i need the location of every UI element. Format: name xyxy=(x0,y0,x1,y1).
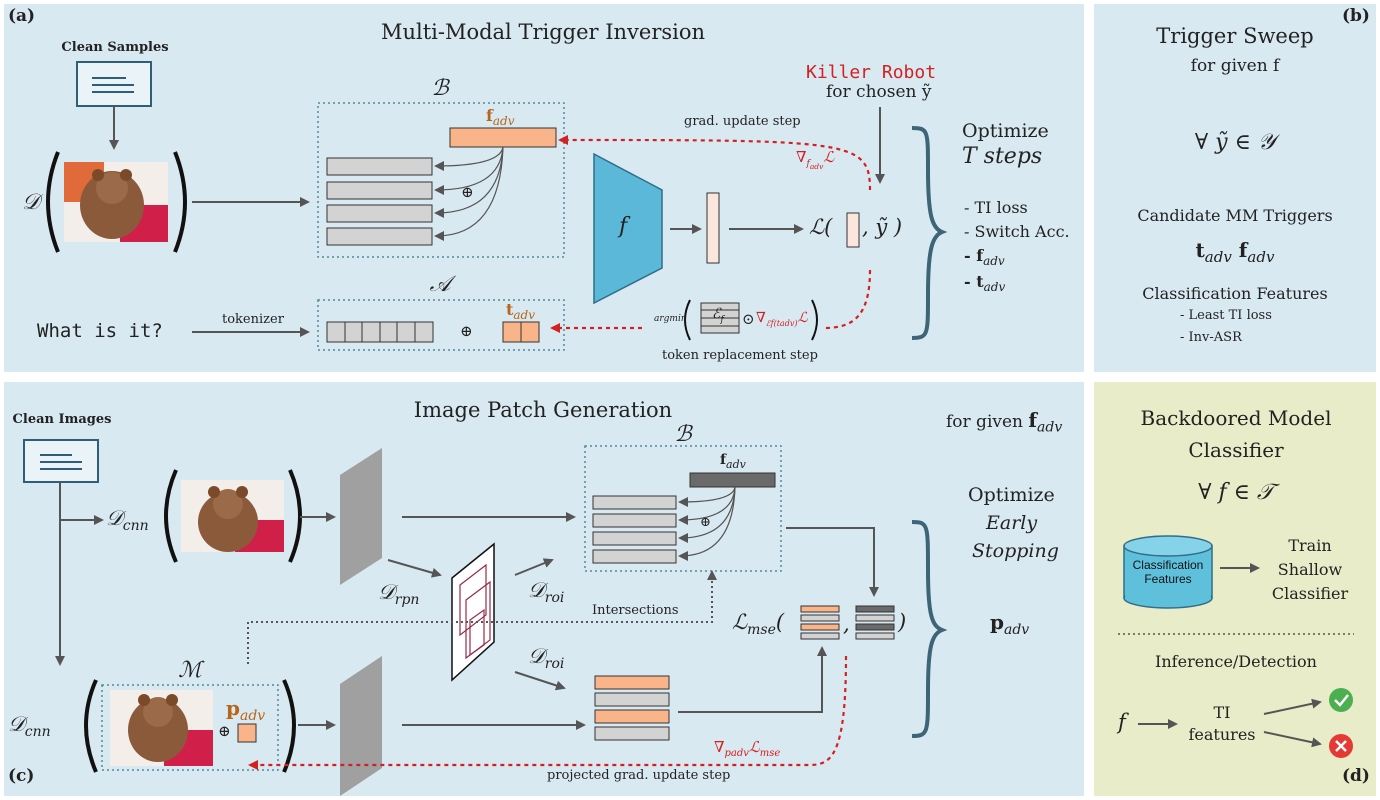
rpn-panel xyxy=(451,542,495,682)
list-switch-acc: - Switch Acc. xyxy=(964,222,1070,241)
plus-symbol: ⊕ xyxy=(461,183,474,201)
teddy-image-m xyxy=(110,690,213,766)
grad-p-label: ∇padvℒmse xyxy=(714,738,781,759)
p-adv-patch xyxy=(237,723,257,743)
panel-b-tag: (b) xyxy=(1342,6,1370,26)
teddy-image-c xyxy=(181,480,284,552)
d-cnn-label-bottom: 𝒟cnn xyxy=(8,712,51,741)
odot-symbol: ⊙ xyxy=(742,310,755,328)
cross-icon xyxy=(1329,734,1353,758)
panel-a-tag: (a) xyxy=(8,6,36,26)
d-roi-label-bottom: 𝒟roi xyxy=(528,644,565,673)
grad-update-label: grad. update step xyxy=(684,114,801,129)
p-adv-result: padv xyxy=(990,610,1030,638)
candidate-label: Candidate MM Triggers xyxy=(1137,206,1333,225)
panel-d-title-2: Classifier xyxy=(1188,438,1284,462)
model-f xyxy=(593,152,663,305)
grad-e-label: ∇ℰf(tadv)ℒ xyxy=(756,310,808,328)
optimize-label-c: Optimize xyxy=(968,484,1055,506)
f-adv-label: fadv xyxy=(486,106,515,129)
list-f-adv: - fadv xyxy=(964,246,1005,269)
check-icon xyxy=(1329,688,1353,712)
early-label: Early xyxy=(986,512,1038,534)
output-vector xyxy=(706,192,720,264)
t-steps-label: T steps xyxy=(962,144,1043,169)
panel-d-tag: (d) xyxy=(1342,766,1370,786)
for-given-label: for given fadv xyxy=(946,408,1063,436)
tokenizer-label: tokenizer xyxy=(222,312,284,327)
argmin-label: argmin xyxy=(654,314,687,324)
panel-d-title-1: Backdoored Model xyxy=(1140,406,1332,430)
inference-label: Inference/Detection xyxy=(1155,652,1317,671)
panel-b-subtitle: for given f xyxy=(1190,56,1280,76)
l-mse-comma: , xyxy=(843,612,850,636)
panel-b-title: Trigger Sweep xyxy=(1156,24,1314,48)
projected-label: projected grad. update step xyxy=(547,768,731,783)
backbone-slab xyxy=(340,448,382,585)
d-cnn-label-top: 𝒟cnn xyxy=(106,506,149,535)
l-mse-close: ) xyxy=(898,610,907,634)
question-text: What is it? xyxy=(37,320,163,342)
feature-inv-asr: - Inv-ASR xyxy=(1180,330,1242,345)
clean-samples-label: Clean Samples xyxy=(61,40,169,55)
classification-features-label: Classification Features xyxy=(1142,284,1328,303)
m-symbol: ℳ xyxy=(178,658,202,683)
token-replacement-label: token replacement step xyxy=(662,348,818,363)
plus-symbol-m: ⊕ xyxy=(218,722,231,740)
model-f-label: f xyxy=(619,214,628,239)
forall-f-label: ∀ f ∈ 𝒯 xyxy=(1198,480,1274,505)
e-f-label: ℰf xyxy=(712,306,724,325)
plus-symbol-c: ⊕ xyxy=(700,515,711,530)
clean-images-label: Clean Images xyxy=(12,412,112,427)
document-icon-c xyxy=(23,439,99,483)
panel-trigger-sweep xyxy=(1094,4,1376,372)
d-roi-label-top: 𝒟roi xyxy=(528,578,565,607)
killer-robot-label: Killer Robot xyxy=(806,62,937,83)
intersections-label: Intersections xyxy=(592,603,679,618)
database-icon xyxy=(1123,535,1213,609)
teddy-image xyxy=(64,162,168,242)
f-input-label: f xyxy=(1118,710,1126,734)
l-mse-label: ℒmse( xyxy=(732,610,785,639)
loss-label: ℒ( xyxy=(809,215,833,239)
d-symbol: 𝒟 xyxy=(22,190,40,215)
stopping-label: Stopping xyxy=(972,540,1059,562)
d-rpn-label: 𝒟rpn xyxy=(378,580,420,609)
forall-y-label: ∀ ỹ ∈ 𝒴 xyxy=(1194,130,1276,155)
loss-tail: , ỹ ) xyxy=(862,215,903,239)
list-ti-loss: - TI loss xyxy=(964,198,1028,217)
triggers-label: tadv fadv xyxy=(1195,238,1275,266)
panel-c-title: Image Patch Generation xyxy=(413,398,673,422)
a-symbol: 𝒜 xyxy=(429,272,451,297)
plus-symbol-a: ⊕ xyxy=(460,322,473,340)
document-icon xyxy=(76,61,152,107)
grad-f-label: ∇fadvℒ xyxy=(796,148,835,171)
panel-a-title: Multi-Modal Trigger Inversion xyxy=(380,20,706,44)
t-adv-label: tadv xyxy=(506,300,536,323)
p-adv-label: padv xyxy=(226,696,266,724)
optimize-label: Optimize xyxy=(962,120,1049,142)
for-chosen-label: for chosen ỹ xyxy=(826,82,932,102)
b-symbol: ℬ xyxy=(431,76,449,101)
b-symbol-c: ℬ xyxy=(674,422,692,447)
box-a xyxy=(317,299,565,351)
panel-c-tag: (c) xyxy=(8,766,35,786)
list-t-adv: - tadv xyxy=(964,272,1006,295)
f-adv-label-c: fadv xyxy=(720,452,746,471)
f-adv-bar xyxy=(449,127,557,148)
feature-least-ti: - Least TI loss xyxy=(1180,308,1272,323)
